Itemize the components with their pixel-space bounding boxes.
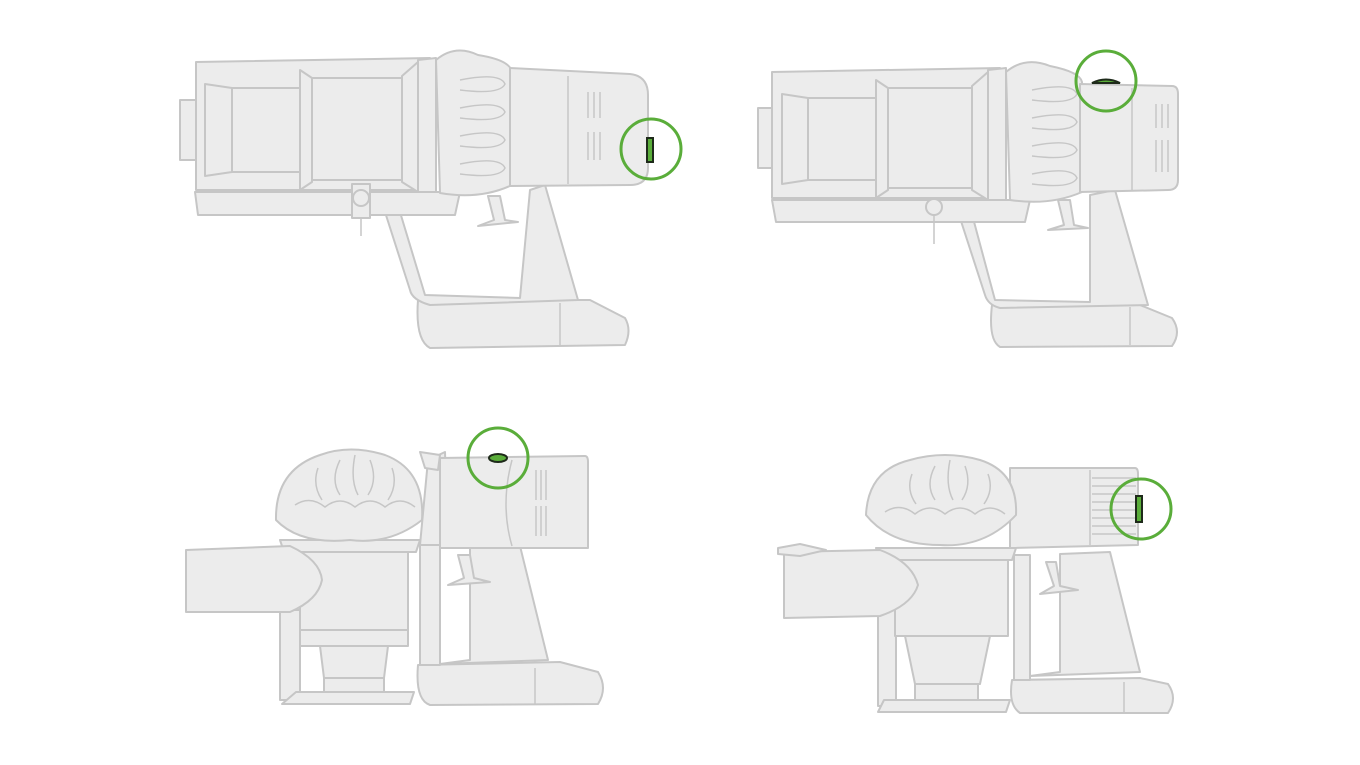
vacuum-illustration-bottom-left [185, 426, 604, 706]
vacuum-illustration-top-left [179, 49, 683, 349]
highlighted-button-icon [1135, 495, 1143, 523]
vacuum-illustration-bottom-right [777, 454, 1174, 714]
highlighted-button-icon [1091, 78, 1121, 84]
highlighted-button-icon [646, 137, 654, 163]
highlight-circle-icon [1109, 477, 1173, 541]
vacuum-illustration-top-right [757, 49, 1179, 348]
highlight-circle-icon [1074, 49, 1138, 113]
highlighted-button-icon [488, 453, 508, 463]
highlight-circle-icon [466, 426, 530, 490]
highlight-circle-icon [619, 117, 683, 181]
